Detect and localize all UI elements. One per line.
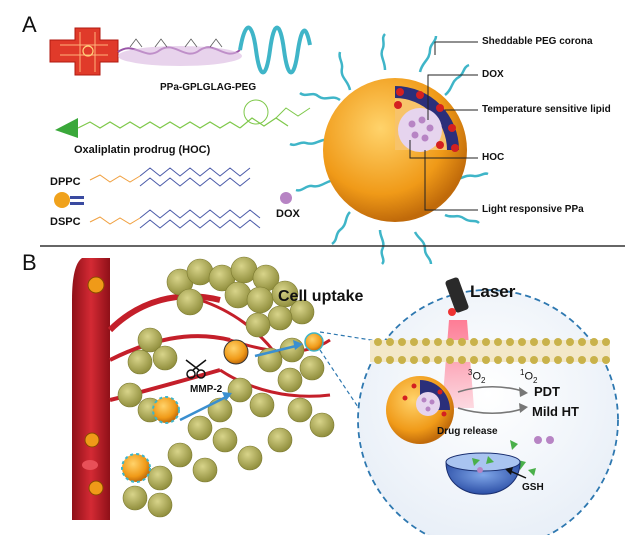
dox-legend-label: DOX [276, 208, 300, 220]
dox-legend-dot [280, 192, 292, 204]
cell-uptake-label: Cell uptake [278, 288, 364, 305]
callout-lines [409, 41, 478, 211]
internalized-particle-icon [386, 376, 454, 444]
dppc-lipid-icon [89, 167, 251, 187]
reaction-arrow-heads [519, 387, 528, 413]
arrow-heads [222, 340, 303, 401]
dspc-label: DSPC [50, 216, 81, 228]
pdt-label: PDT [534, 384, 560, 399]
prodrug-label: Oxaliplatin prodrug (HOC) [74, 144, 211, 156]
panel-b-letter: B [22, 250, 37, 275]
callout-dox: DOX [482, 69, 504, 80]
callout-hoc: HOC [482, 152, 505, 163]
peg-helix-icon [238, 25, 312, 75]
mmp-label: MMP-2 [190, 384, 223, 395]
drug-release-label: Drug release [437, 426, 498, 437]
dspc-lipid-icon [89, 209, 261, 229]
released-drugs [510, 436, 554, 476]
lipid-model-icon [54, 192, 84, 208]
singlet-oxygen-label: 1O2 [520, 368, 538, 385]
panel-a-letter: A [22, 12, 37, 37]
callout-peg-corona: Sheddable PEG corona [482, 36, 593, 47]
reaction-arrows [457, 386, 526, 414]
hoc-prodrug-icon [55, 99, 311, 138]
gsh-label: GSH [522, 482, 544, 493]
scissors-icon [185, 359, 207, 379]
uptake-arrows [179, 343, 301, 422]
lysosome-icon [445, 452, 521, 495]
ppa-porphyrin-icon [49, 27, 119, 76]
peptide-linker-icon [117, 38, 242, 66]
conjugate-label: PPa-GPLGLAG-PEG [160, 82, 257, 93]
callout-temp-lipid: Temperature sensitive lipid [482, 104, 611, 115]
blood-vessel [72, 258, 331, 520]
nanoparticle-icon [289, 33, 489, 265]
callout-ppa: Light responsive PPa [482, 204, 584, 215]
cell-membrane [370, 338, 610, 364]
laser-label: Laser [470, 282, 516, 301]
circulating-nanoparticles [121, 332, 324, 483]
mild-ht-label: Mild HT [532, 404, 579, 419]
triplet-oxygen-label: 3O2 [468, 368, 486, 385]
dppc-label: DPPC [50, 176, 81, 188]
